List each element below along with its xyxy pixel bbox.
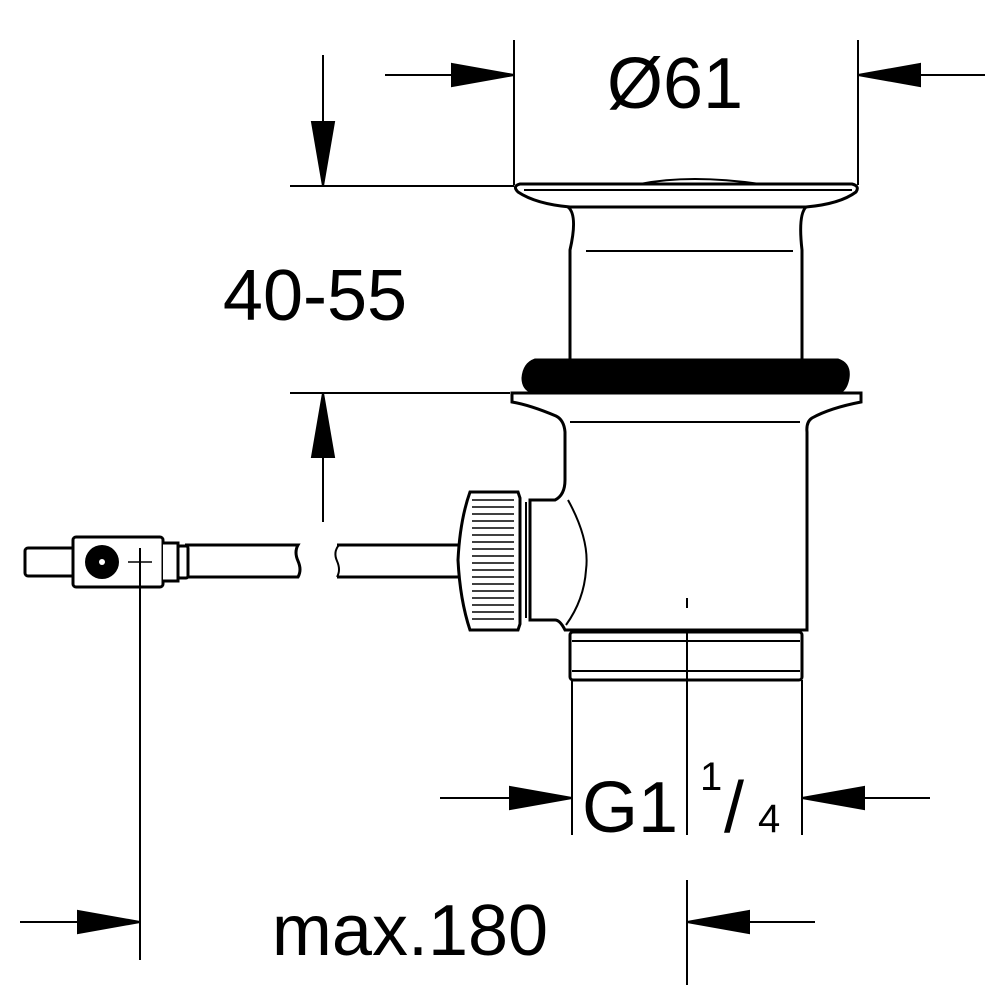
thread-fraction-slash: / bbox=[724, 768, 744, 848]
thread-fraction-numerator: 1 bbox=[700, 755, 722, 799]
length-label: max.180 bbox=[272, 891, 548, 971]
diameter-dimension bbox=[385, 40, 985, 185]
height-label: 40-55 bbox=[223, 256, 407, 336]
thread-dimension bbox=[440, 680, 930, 835]
pop-up-rod bbox=[23, 535, 458, 589]
thread-label-main: G1 bbox=[582, 768, 678, 848]
drain-body bbox=[510, 178, 863, 682]
knob bbox=[456, 490, 522, 632]
thread-label: G1 1 / 4 bbox=[582, 755, 780, 848]
centerlines bbox=[139, 548, 688, 985]
length-dimension bbox=[20, 909, 815, 935]
diameter-label: Ø61 bbox=[607, 44, 743, 124]
height-dimension bbox=[290, 55, 514, 522]
thread-fraction-denominator: 4 bbox=[758, 797, 780, 841]
